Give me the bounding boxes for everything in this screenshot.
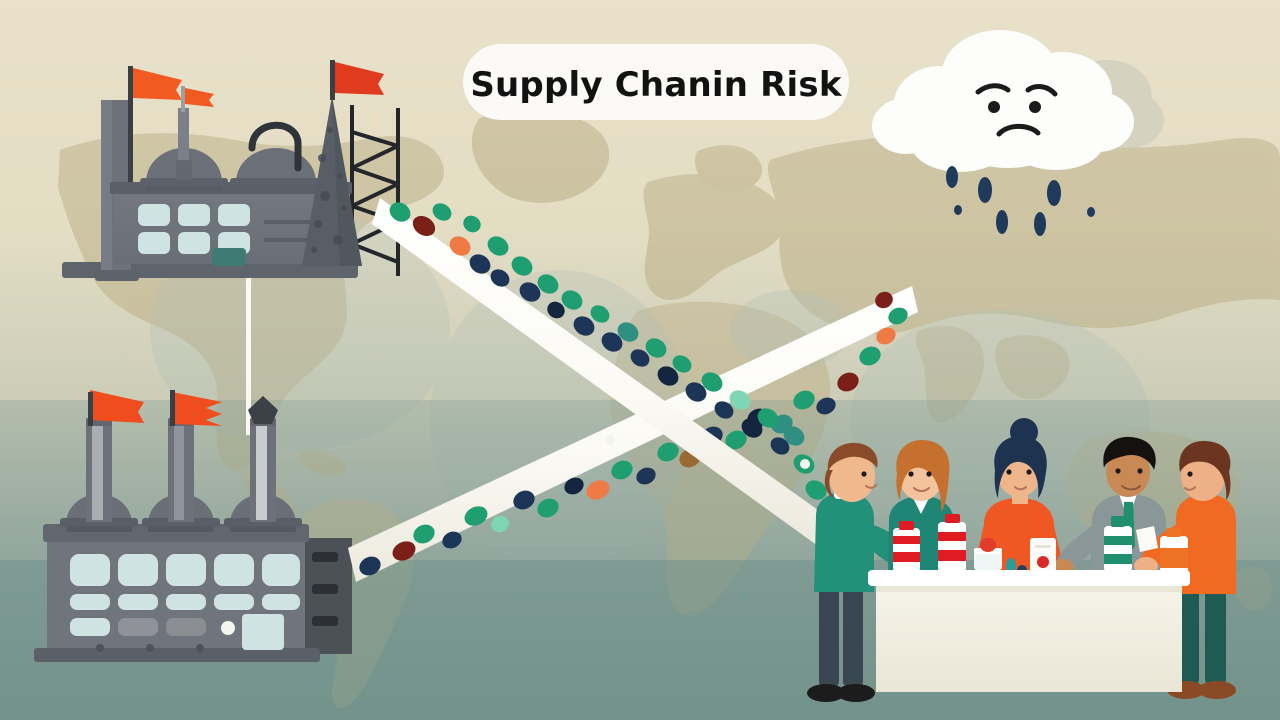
cloud-face: [975, 83, 1058, 137]
title-pill[interactable]: Supply Chanin Risk: [463, 44, 849, 120]
mouth: [1014, 486, 1027, 491]
dome-tower-3: [224, 396, 302, 532]
counter-shadow: [876, 586, 1182, 592]
eye: [1187, 471, 1193, 477]
head: [829, 450, 875, 502]
conveyor-upper[interactable]: [372, 198, 839, 546]
flag-1: [128, 66, 182, 264]
eye: [908, 471, 914, 477]
eye: [1026, 469, 1032, 475]
shoe: [1198, 681, 1236, 699]
person-legs: [819, 584, 839, 688]
person-legs: [1178, 588, 1199, 686]
hair: [994, 436, 1047, 498]
shoe: [807, 684, 845, 702]
smile: [865, 484, 877, 489]
head: [1106, 447, 1150, 497]
factory-windows: [70, 554, 300, 636]
factory-door: [212, 248, 246, 266]
page-title: Supply Chanin Risk: [470, 65, 842, 105]
eyebrow-left: [975, 83, 1011, 95]
pharmacy-counter[interactable]: [868, 570, 1190, 692]
counter-front: [876, 586, 1182, 692]
shoe: [837, 684, 875, 702]
dome-tower-1: [60, 390, 144, 532]
upper-factory[interactable]: [62, 60, 400, 435]
dome-2: [230, 121, 322, 187]
hair: [827, 442, 878, 472]
eye: [861, 471, 867, 477]
side-block-slots: [312, 552, 338, 626]
eye-right: [1029, 101, 1041, 113]
hair-bun: [1010, 418, 1038, 446]
factory-bolts: [96, 644, 204, 652]
hair: [1179, 440, 1231, 500]
counter-top: [868, 570, 1190, 586]
smile: [913, 487, 930, 492]
conveyor-upper-pills: [389, 202, 836, 521]
bottle-red-2[interactable]: [938, 514, 966, 572]
eyebrow-right: [1025, 84, 1058, 97]
box-white[interactable]: [1030, 538, 1056, 572]
tower-cap: [248, 396, 278, 424]
collar-v: [912, 496, 930, 514]
eye: [1115, 468, 1121, 474]
flag-2: [176, 86, 214, 180]
sad-rain-cloud[interactable]: [872, 30, 1164, 236]
bottle-red-1[interactable]: [893, 521, 920, 572]
eye: [1006, 469, 1012, 475]
dome-tower-2: [142, 390, 222, 532]
factory-foundation: [34, 648, 320, 662]
eye-left: [988, 101, 1000, 113]
person-torso: [1174, 494, 1236, 594]
eye: [1137, 468, 1143, 474]
cone-tower: [302, 60, 384, 266]
person-torso: [814, 492, 874, 592]
hair: [824, 470, 834, 498]
lower-factory[interactable]: [34, 390, 352, 662]
hair: [1103, 436, 1156, 470]
person-legs: [843, 584, 863, 688]
hair: [896, 440, 950, 512]
raindrops: [946, 166, 1095, 236]
frown-mouth: [996, 123, 1041, 137]
smile: [1184, 486, 1196, 491]
factory-lamp: [221, 621, 235, 635]
box-open[interactable]: [974, 538, 1002, 570]
smile: [1121, 485, 1141, 491]
counter-items[interactable]: [893, 514, 1188, 575]
person-1[interactable]: [807, 442, 917, 702]
bottle-green[interactable]: [1104, 516, 1132, 572]
support-pole: [246, 275, 251, 435]
bottle-orange[interactable]: [1160, 528, 1188, 572]
eye: [926, 471, 932, 477]
packet-white[interactable]: [1136, 526, 1158, 552]
person-legs: [1205, 588, 1226, 686]
factory-glass-door: [242, 614, 284, 650]
